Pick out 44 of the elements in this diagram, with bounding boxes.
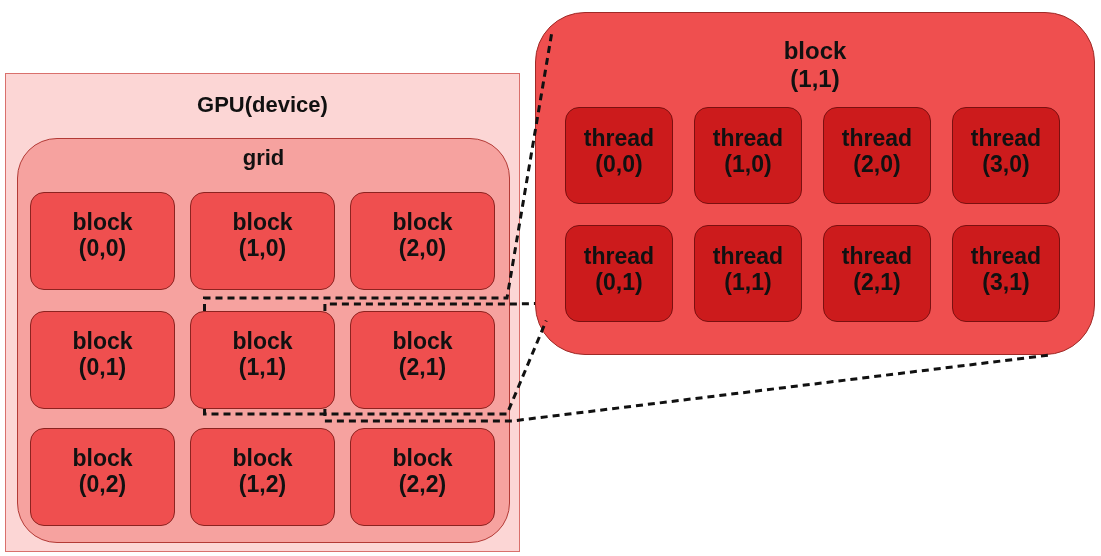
block-box bbox=[190, 192, 335, 290]
box-label: thread (2,1) bbox=[841, 243, 913, 296]
zoom-line bbox=[203, 320, 548, 416]
box-label: block (2,2) bbox=[392, 445, 453, 498]
zoom-line bbox=[203, 32, 554, 311]
thread-box bbox=[823, 107, 931, 204]
box-label: block (0,1) bbox=[72, 328, 133, 381]
zoom-line bbox=[323, 302, 536, 311]
enlarged-block-panel bbox=[535, 12, 1095, 355]
grid-panel bbox=[17, 138, 510, 543]
thread-box bbox=[952, 225, 1060, 322]
box-label: thread (1,0) bbox=[712, 125, 784, 178]
box-label: thread (0,1) bbox=[583, 243, 655, 296]
block-box bbox=[30, 192, 175, 290]
block-box bbox=[350, 311, 495, 409]
block-box bbox=[190, 311, 335, 409]
box-label: block (1,2) bbox=[232, 445, 293, 498]
box-label: thread (0,0) bbox=[583, 125, 655, 178]
thread-box bbox=[823, 225, 931, 322]
box-label: block (0,2) bbox=[72, 445, 133, 498]
box-label: thread (1,1) bbox=[712, 243, 784, 296]
box-label: block (1,0) bbox=[232, 209, 293, 262]
grid-title: grid bbox=[242, 145, 285, 171]
block-box bbox=[30, 311, 175, 409]
box-label: block (2,1) bbox=[392, 328, 453, 381]
block-box bbox=[30, 428, 175, 526]
box-label: block (1,1) bbox=[783, 37, 847, 93]
thread-box bbox=[565, 225, 673, 322]
box-label: thread (3,0) bbox=[970, 125, 1042, 178]
box-label: block (2,0) bbox=[392, 209, 453, 262]
block-box bbox=[350, 192, 495, 290]
box-label: block (0,0) bbox=[72, 209, 133, 262]
thread-box bbox=[952, 107, 1060, 204]
thread-box bbox=[694, 225, 802, 322]
thread-box bbox=[565, 107, 673, 204]
thread-box bbox=[694, 107, 802, 204]
block-box bbox=[350, 428, 495, 526]
box-label: block (1,1) bbox=[232, 328, 293, 381]
zoom-line bbox=[323, 353, 1051, 423]
device-panel bbox=[5, 73, 520, 552]
box-label: thread (2,0) bbox=[841, 125, 913, 178]
block-box bbox=[190, 428, 335, 526]
box-label: thread (3,1) bbox=[970, 243, 1042, 296]
device-title: GPU(device) bbox=[196, 92, 329, 118]
